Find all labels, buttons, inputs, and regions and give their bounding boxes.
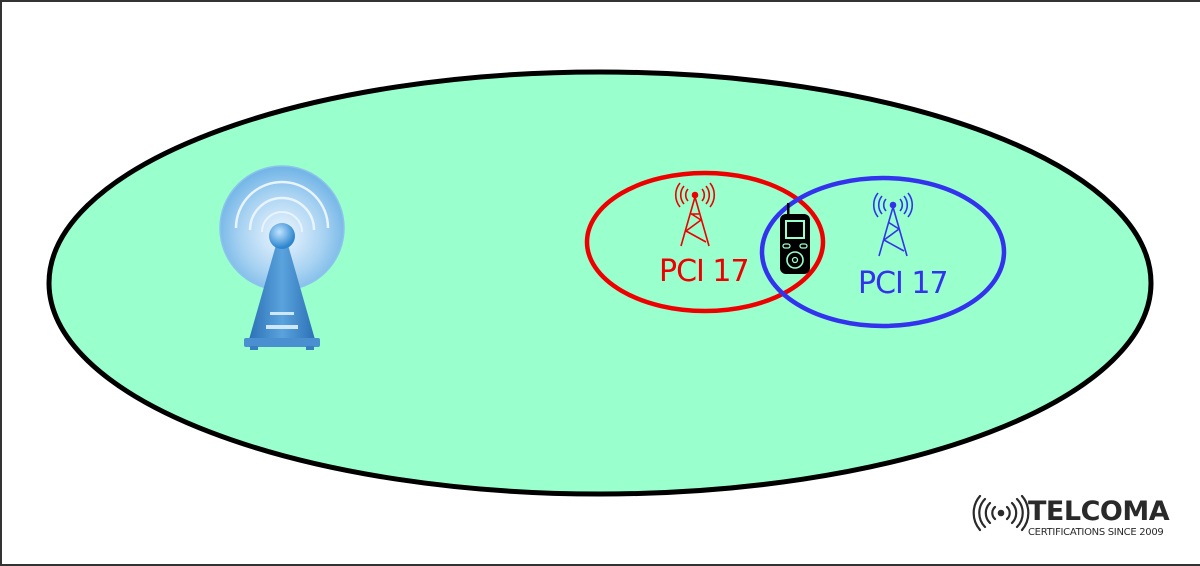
macro-tower-icon — [219, 165, 345, 350]
small-cell-label-blue: PCI 17 — [858, 266, 949, 301]
small-cell-coverage-blue — [759, 175, 1007, 329]
cell-tower-icon — [872, 192, 914, 257]
small-cell-label-red: PCI 17 — [659, 254, 750, 289]
brand-tagline: CERTIFICATIONS SINCE 2009 — [1028, 527, 1164, 538]
small-cell-coverage-red — [584, 170, 826, 314]
mobile-device-icon — [780, 203, 810, 274]
telcoma-logo: TELCOMA CERTIFICATIONS SINCE 2009 — [976, 496, 1192, 544]
brand-name: TELCOMA — [1028, 496, 1170, 527]
broadcast-signal-icon — [972, 494, 1030, 532]
macro-cell-coverage — [46, 69, 1154, 497]
cell-tower-icon — [674, 182, 716, 247]
